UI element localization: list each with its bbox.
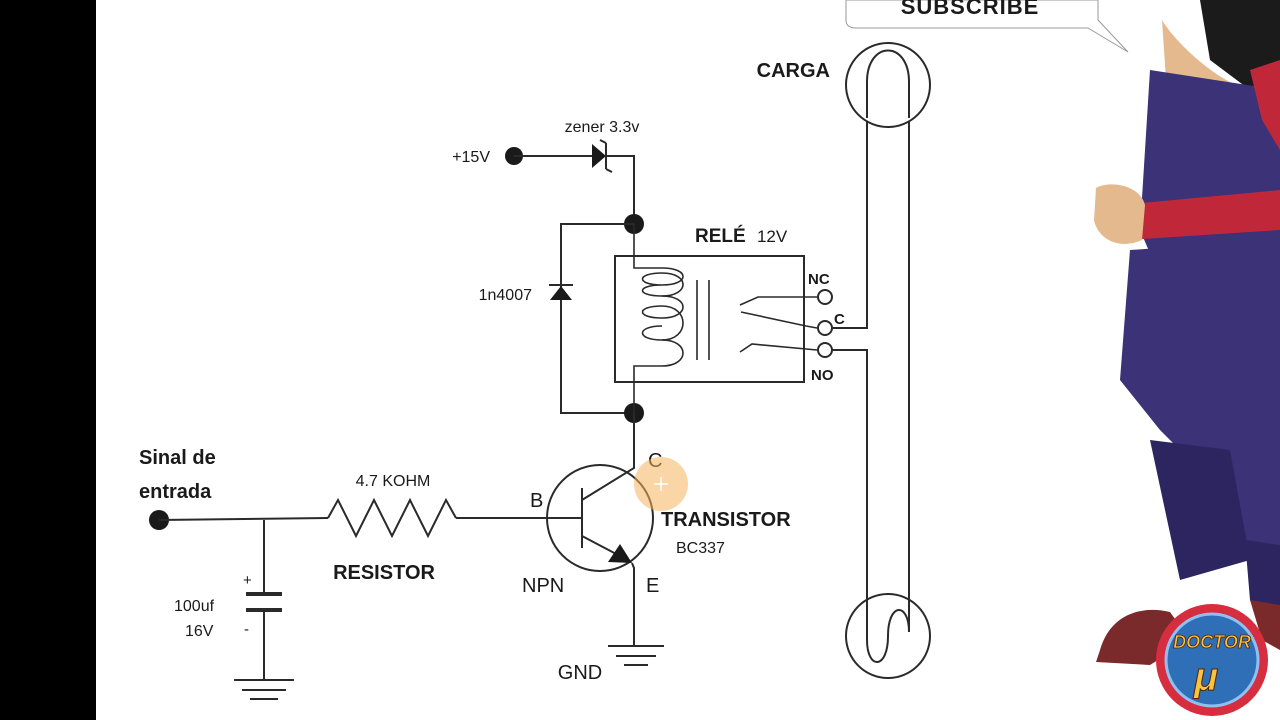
resistor-label: RESISTOR	[333, 562, 435, 584]
input-label-line2: entrada	[139, 481, 212, 503]
channel-logo[interactable]: DOCTOR μ	[1156, 604, 1268, 716]
no-label: NO	[811, 367, 834, 384]
subscribe-label: SUBSCRIBE	[901, 0, 1040, 19]
capacitor: + - 100uf 16V	[174, 520, 282, 680]
zener-label: zener 3.3v	[565, 119, 640, 136]
npn-transistor: B C E NPN TRANSISTOR BC337	[456, 413, 791, 646]
relay-name: RELÉ	[695, 225, 746, 247]
nc-label: NC	[808, 271, 830, 288]
cap-voltage: 16V	[185, 623, 214, 640]
relay-c-terminal	[817, 320, 833, 336]
logo-mark: μ	[1193, 655, 1218, 699]
cap-value: 100uf	[174, 598, 215, 615]
gnd-label: GND	[558, 662, 602, 684]
resistor-value: 4.7 KOHM	[356, 473, 431, 490]
relay-voltage: 12V	[757, 227, 788, 246]
cap-plus: +	[243, 572, 252, 589]
cursor-highlight	[634, 457, 688, 511]
supply-label: +15V	[452, 149, 490, 166]
character-illustration	[1090, 0, 1280, 720]
ac-source	[845, 593, 931, 679]
logo-text: DOCTOR	[1173, 632, 1251, 652]
ground-emitter: GND	[558, 645, 664, 684]
relay: RELÉ 12V NC C NO	[614, 224, 845, 413]
relay-label: RELÉ 12V	[695, 225, 788, 247]
base-label: B	[530, 490, 543, 512]
flyback-diode: 1n4007	[479, 284, 573, 304]
relay-nc-terminal	[817, 289, 833, 305]
npn-label: NPN	[522, 575, 564, 597]
relay-no-terminal	[817, 342, 833, 358]
resistor: 4.7 KOHM RESISTOR	[327, 473, 457, 584]
transistor-model: BC337	[676, 540, 725, 557]
diode-label: 1n4007	[479, 287, 532, 304]
subscribe-banner[interactable]: SUBSCRIBE	[845, 0, 1129, 53]
transistor-label: TRANSISTOR	[661, 509, 791, 531]
emitter-label: E	[646, 575, 659, 597]
supply-terminal: +15V	[452, 147, 523, 166]
input-label-line1: Sinal de	[139, 447, 216, 469]
ground-capacitor	[234, 679, 294, 700]
c-label: C	[834, 311, 845, 328]
load-lamp: CARGA	[757, 42, 931, 128]
cap-minus: -	[244, 621, 249, 638]
zener-diode: zener 3.3v	[565, 119, 640, 173]
drawing-canvas	[96, 0, 1184, 720]
input-terminal: Sinal de entrada	[139, 447, 216, 530]
load-label: CARGA	[757, 60, 830, 82]
